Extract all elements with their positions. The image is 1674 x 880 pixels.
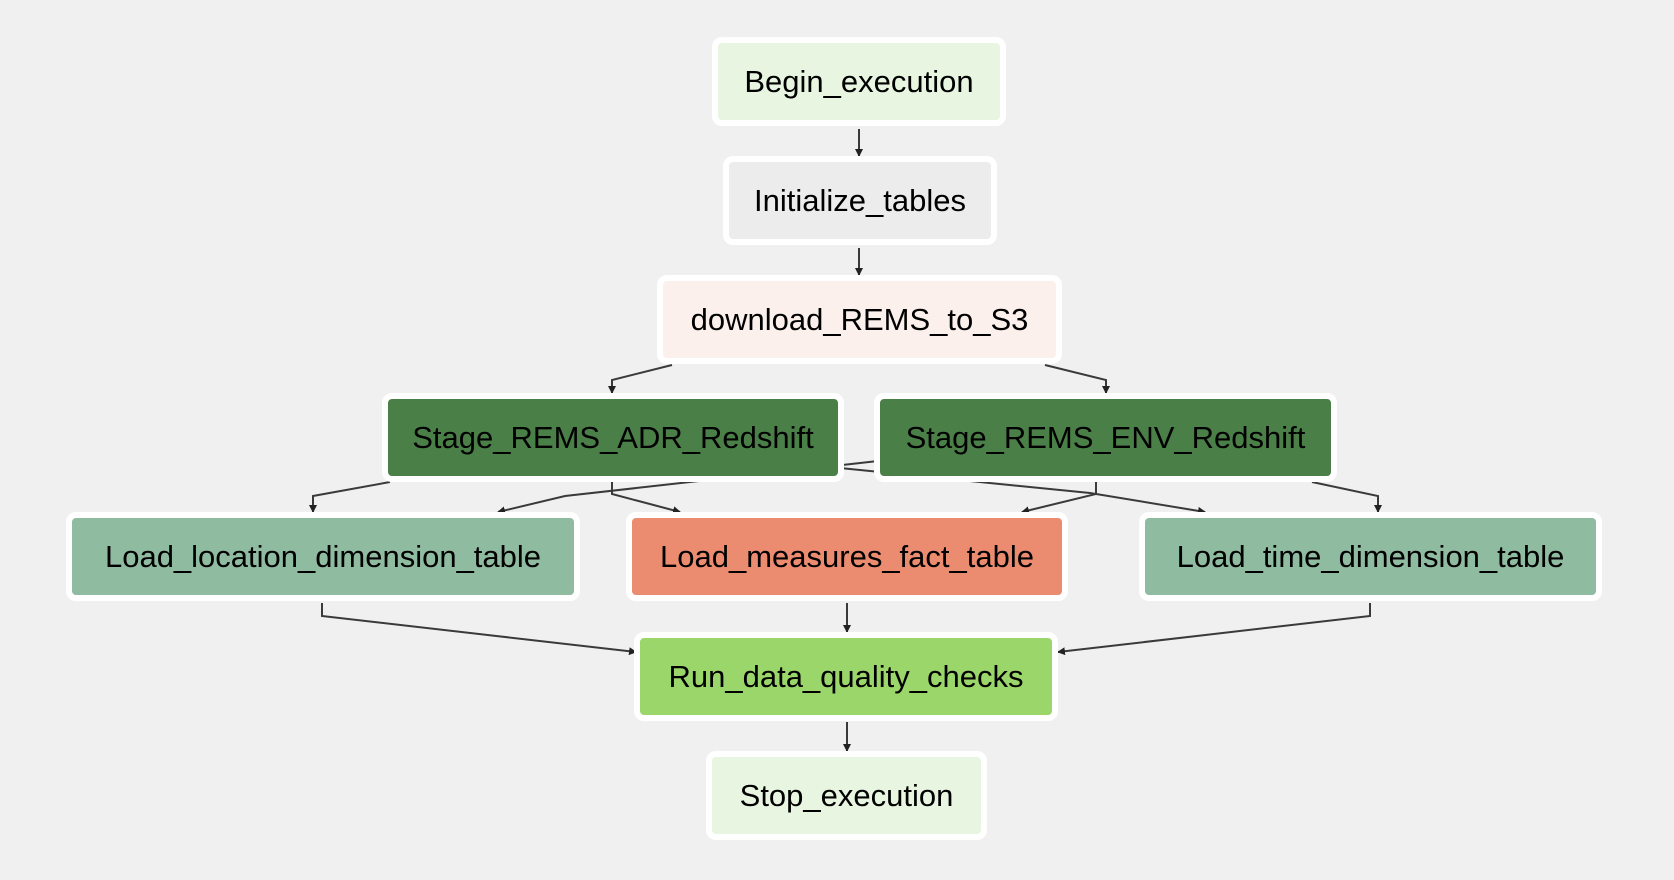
- edge-stage-adr-to-load-location: [309, 481, 391, 513]
- task-initialize-tables[interactable]: Initialize_tables: [723, 156, 997, 245]
- task-download-rems-to-s3[interactable]: download_REMS_to_S3: [657, 275, 1062, 364]
- task-stage-rems-adr-redshift[interactable]: Stage_REMS_ADR_Redshift: [382, 393, 844, 482]
- edge-stage-env-to-load-measures: [1021, 482, 1097, 515]
- edge-load-location-to-run-checks: [321, 603, 637, 656]
- task-load-time-dimension-table[interactable]: Load_time_dimension_table: [1139, 512, 1602, 601]
- task-load-measures-fact-table[interactable]: Load_measures_fact_table: [626, 512, 1068, 601]
- edge-stage-env-to-load-time: [1311, 481, 1382, 513]
- task-stage-rems-env-redshift[interactable]: Stage_REMS_ENV_Redshift: [874, 393, 1337, 482]
- edge-load-time-to-run-checks: [1057, 603, 1371, 656]
- task-stop-execution[interactable]: Stop_execution: [706, 751, 987, 840]
- edge-download-to-stage-env: [1044, 364, 1110, 394]
- edge-stage-adr-to-load-measures: [611, 482, 681, 515]
- edge-download-to-stage-adr: [608, 364, 673, 394]
- task-begin-execution[interactable]: Begin_execution: [712, 37, 1006, 126]
- task-run-data-quality-checks[interactable]: Run_data_quality_checks: [634, 632, 1058, 721]
- task-load-location-dimension-table[interactable]: Load_location_dimension_table: [66, 512, 580, 601]
